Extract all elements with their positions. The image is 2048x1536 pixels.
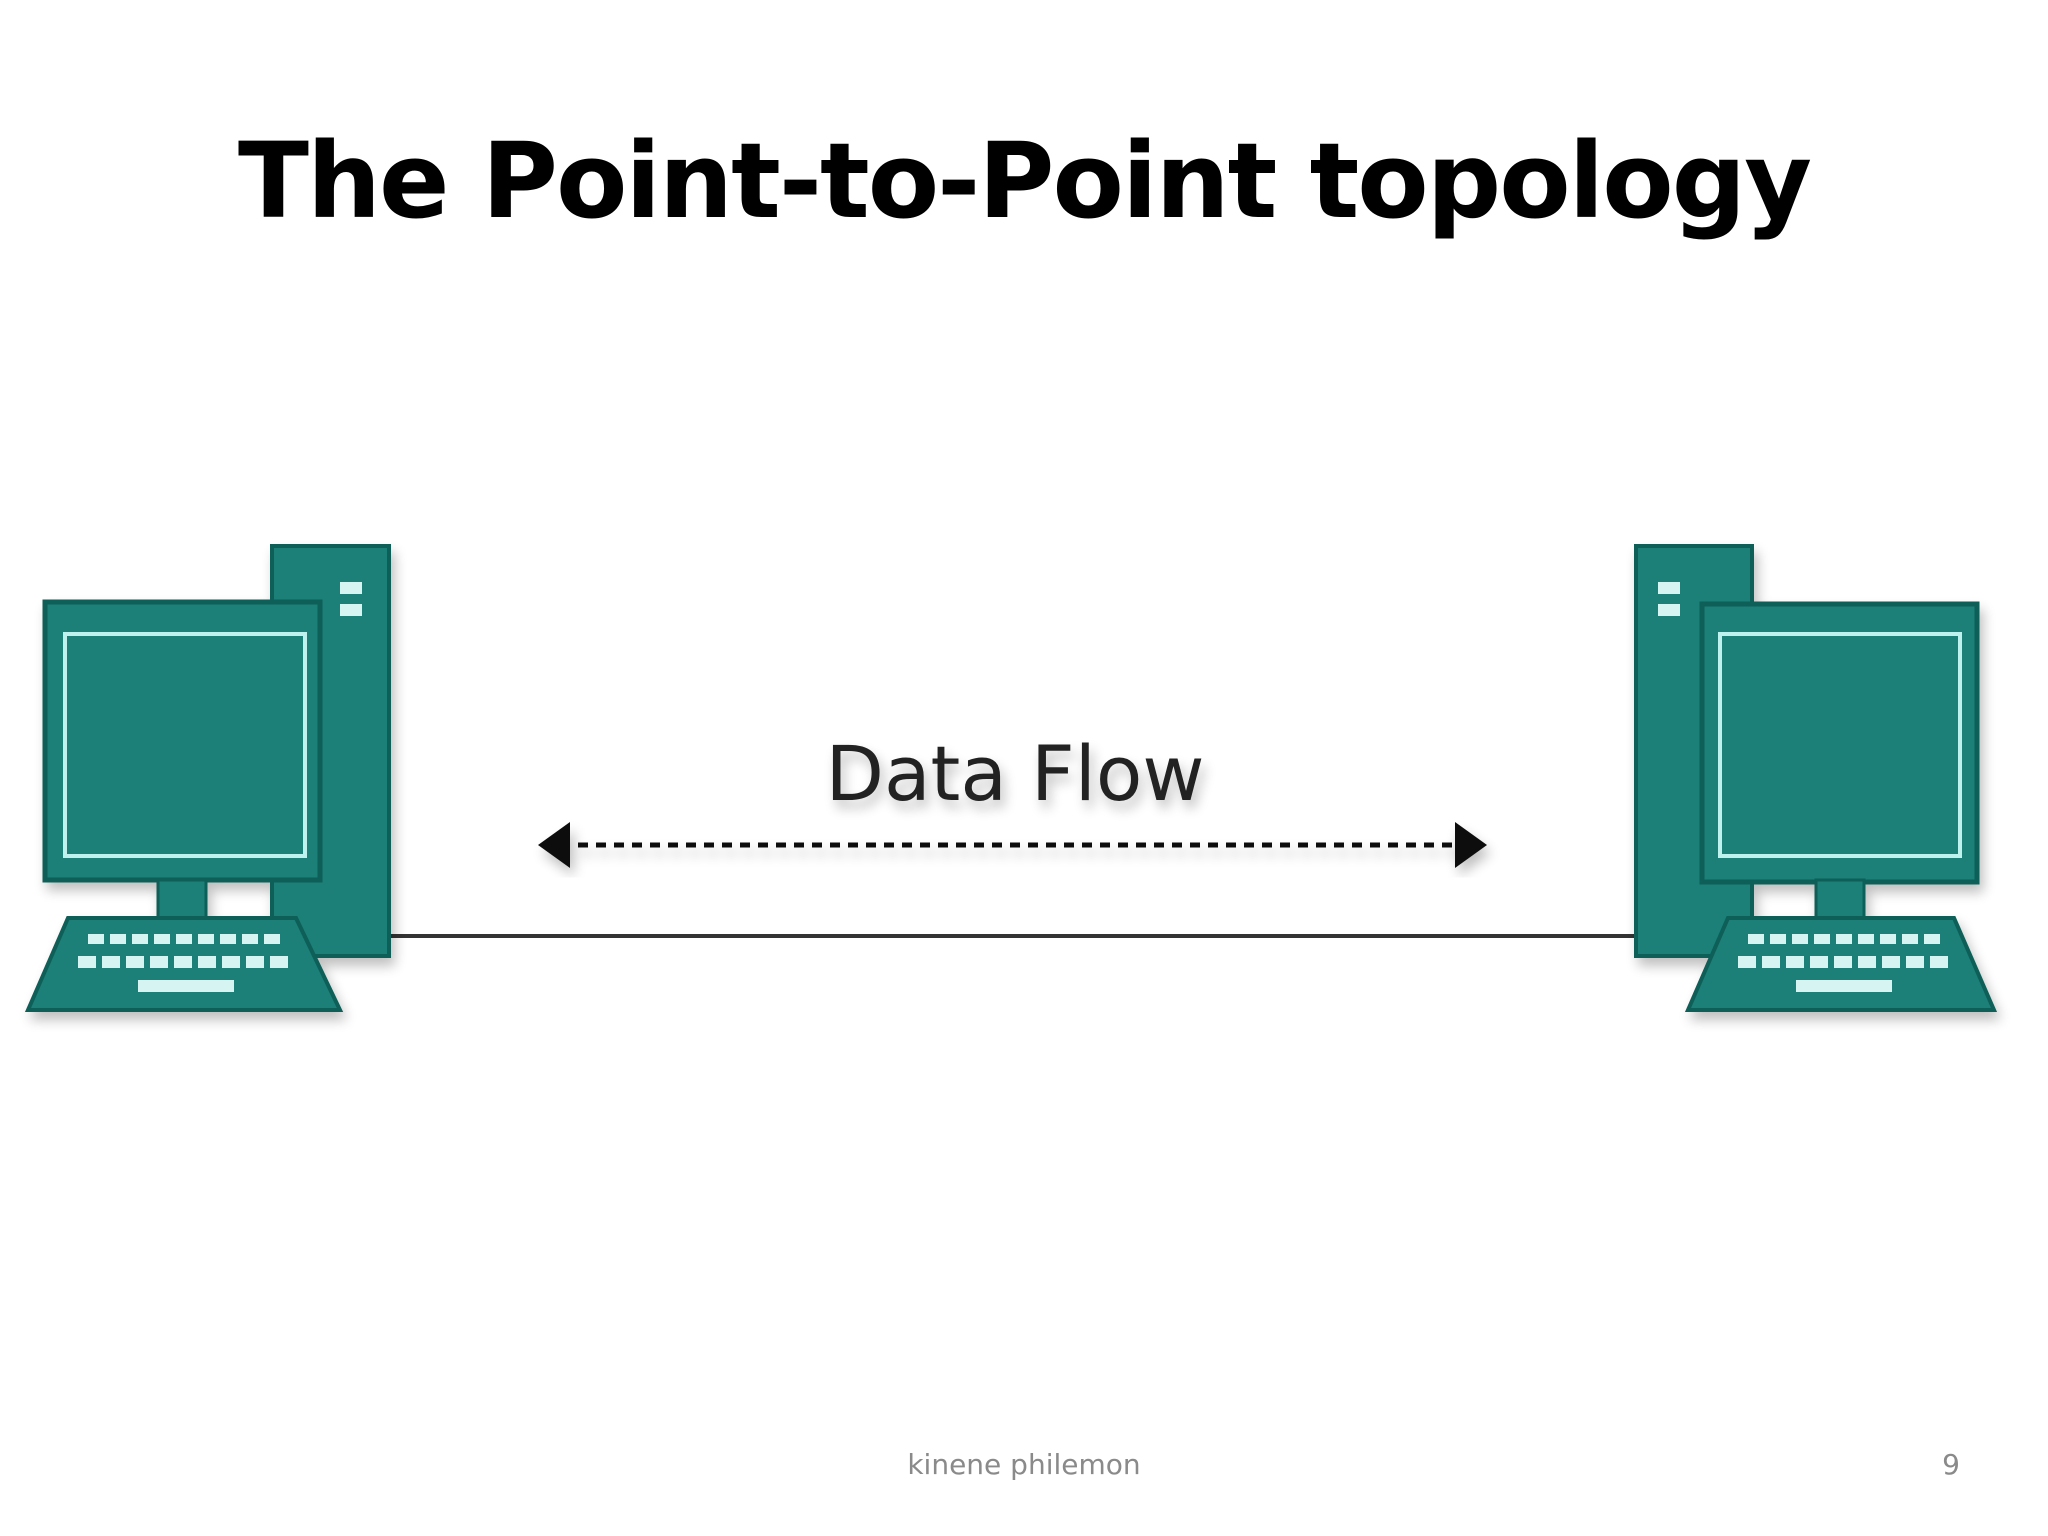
data-flow-arrow: [538, 822, 1487, 868]
page-number: 9: [1942, 1448, 1960, 1481]
slide-title: The Point-to-Point topology: [238, 120, 1812, 242]
right-computer: [1634, 544, 1998, 1012]
arrow-right-head: [1455, 822, 1487, 868]
desktop-computer-icon: [1634, 544, 1998, 1012]
arrow-left-head: [538, 822, 570, 868]
footer-author: kinene philemon: [907, 1448, 1141, 1481]
desktop-computer-icon: [24, 544, 391, 1012]
left-computer: [24, 544, 391, 1012]
data-flow-label: Data Flow: [825, 729, 1204, 818]
